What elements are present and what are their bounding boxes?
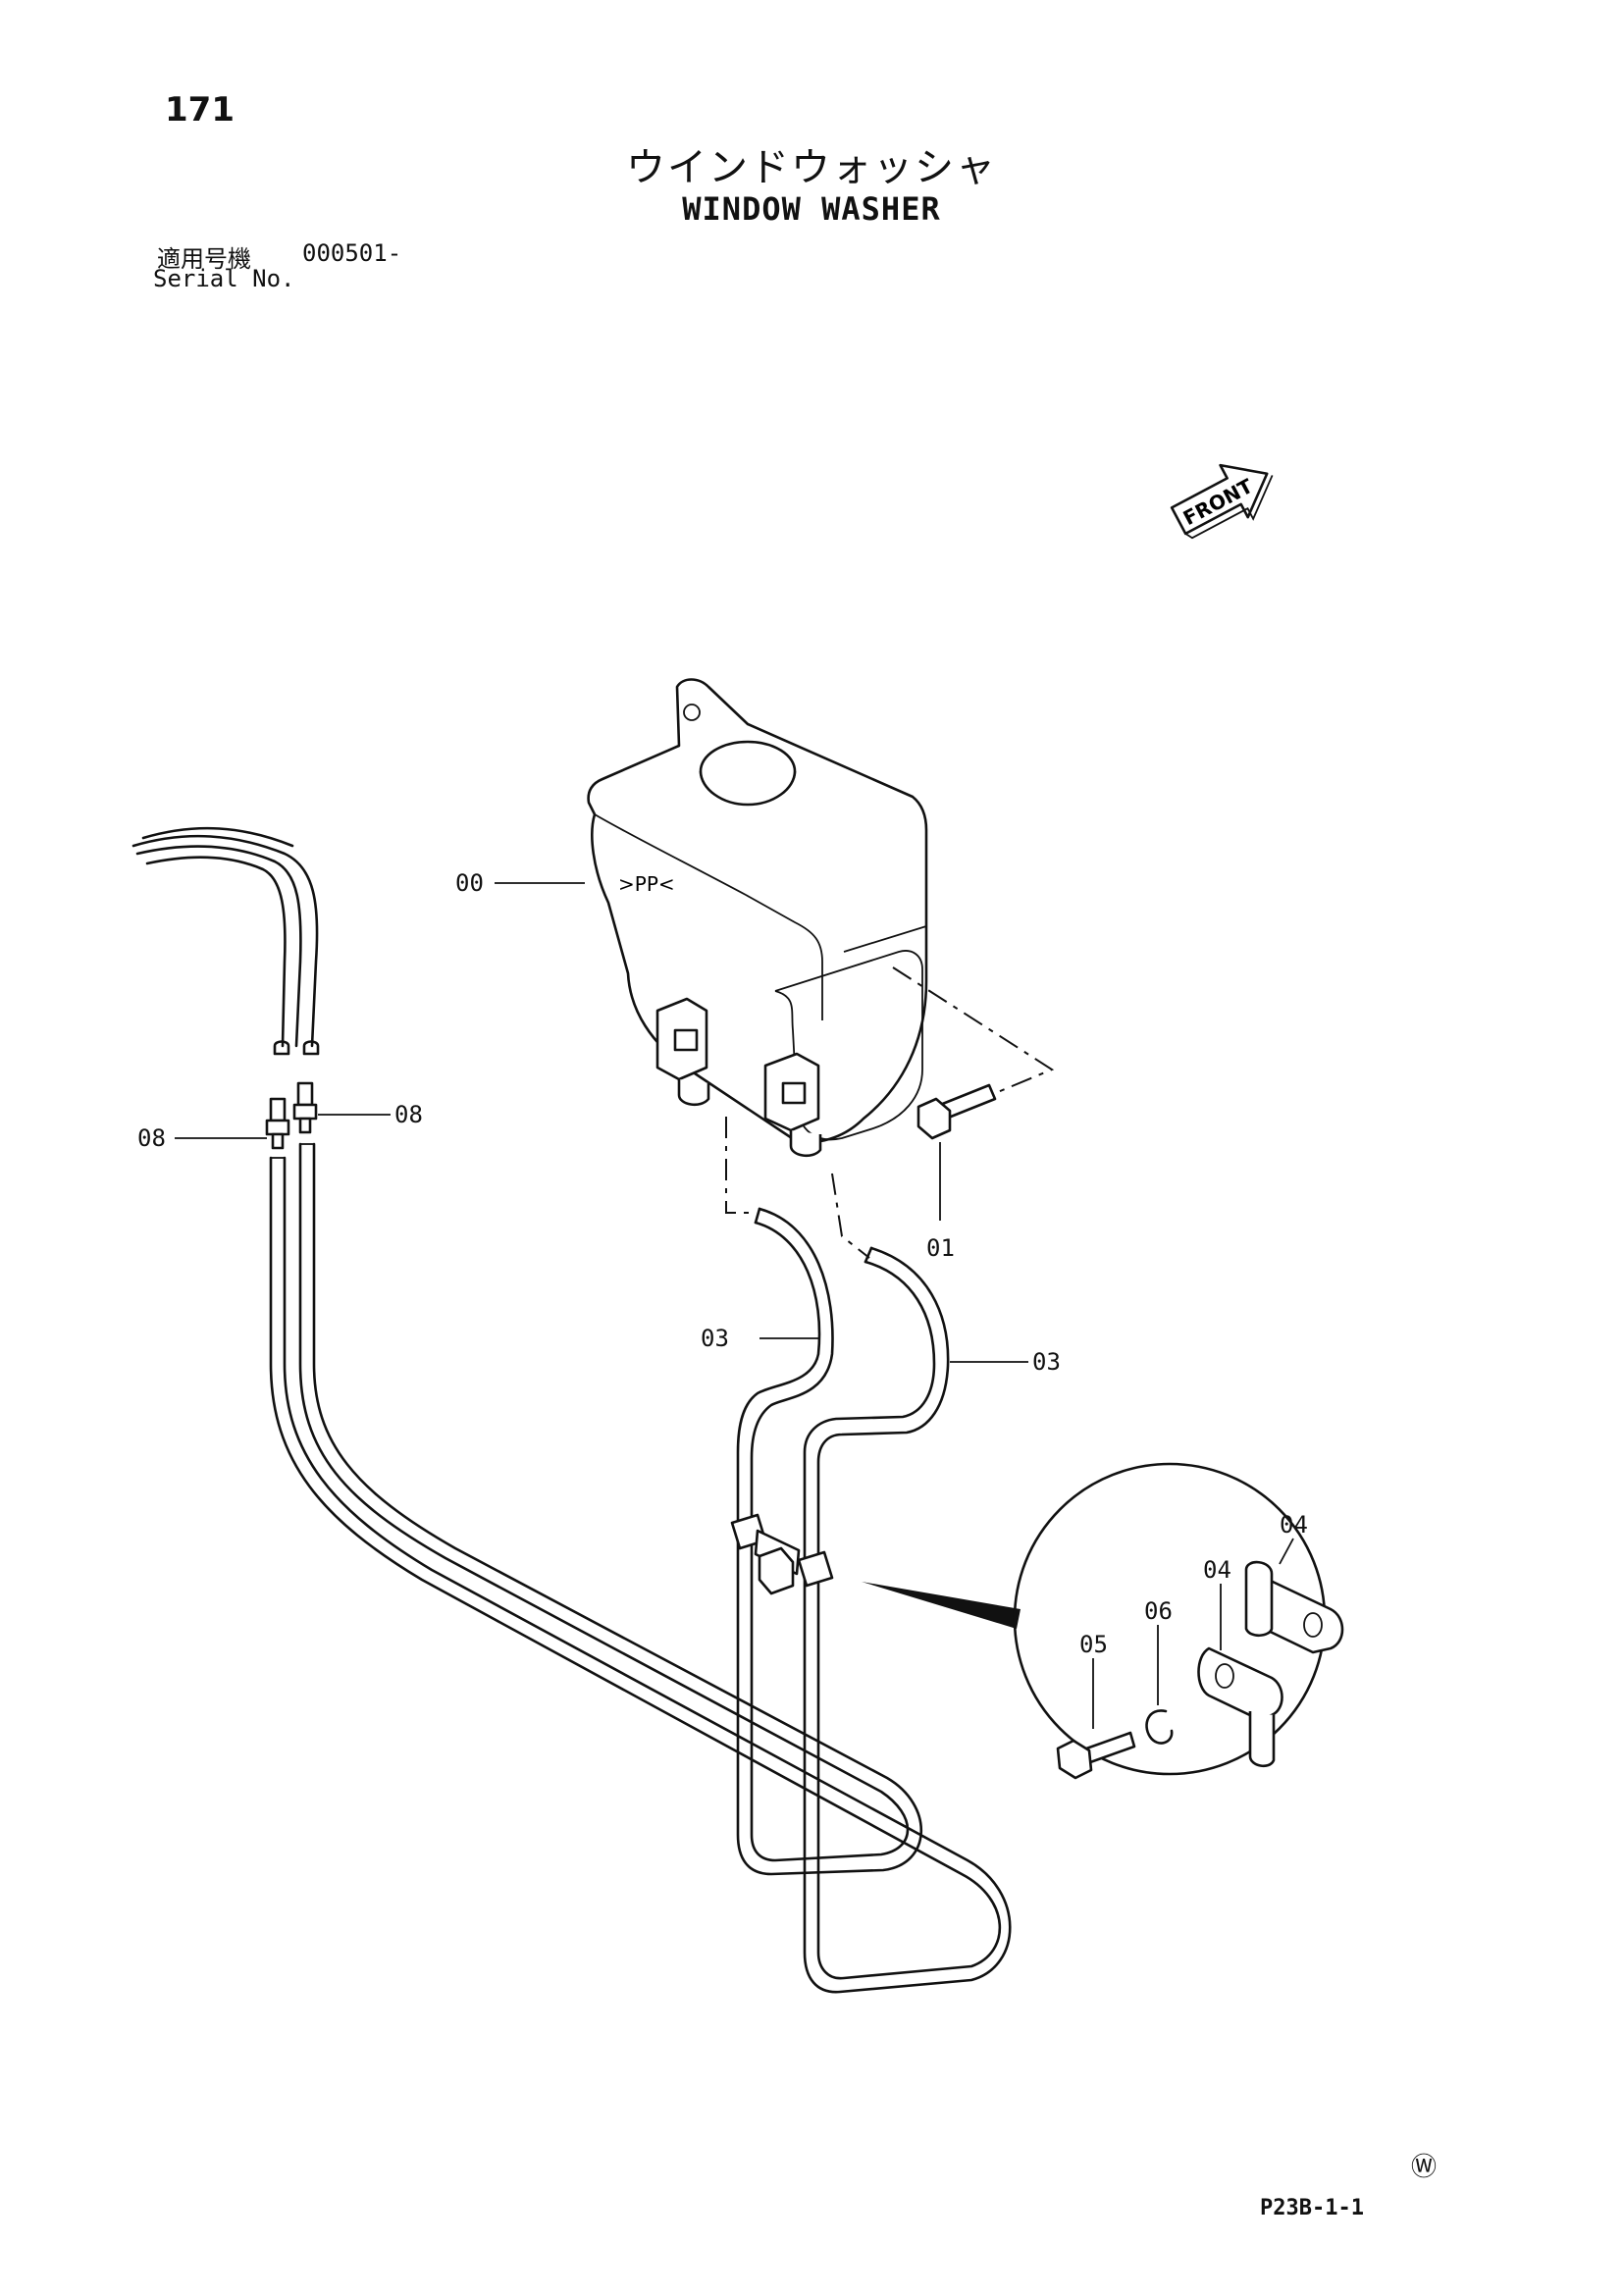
callout-bolt: 01 [926, 1234, 955, 1262]
hose-03-right [803, 1246, 950, 1576]
callout-bolt-small: 05 [1079, 1631, 1108, 1658]
hose-joint-right [292, 1081, 318, 1134]
footer-code: P23B-1-1 [1260, 2196, 1364, 2220]
callout-hose-right: 03 [1032, 1348, 1061, 1376]
serial-label-japanese: 適用号機 [157, 245, 251, 273]
long-hoses [269, 1142, 1012, 1994]
callout-clip-lower: 04 [1203, 1556, 1231, 1584]
callout-washer: 06 [1144, 1597, 1173, 1625]
serial-label-english: Serial No. [153, 265, 295, 292]
hose-03-left [736, 1207, 834, 1537]
title-japanese: ウインドウォッシャ [626, 145, 997, 190]
callout-hose-left: 03 [701, 1325, 729, 1352]
footer-mark: Ⓦ [1411, 2153, 1438, 2182]
front-arrow-icon: FRONT [1170, 463, 1274, 540]
hose-clamp-assembly [730, 1513, 834, 1595]
hose-joint-left [265, 1097, 290, 1150]
title-english: WINDOW WASHER [682, 190, 941, 228]
callout-tank: 00 [455, 869, 484, 897]
tank-material-marking: >PP< [618, 872, 675, 896]
mounting-bolt [892, 966, 1055, 1221]
detail-pointer [862, 1582, 1021, 1629]
serial-value: 000501- [302, 239, 402, 267]
hose-bundle-left [131, 826, 320, 1056]
page-number: 171 [165, 90, 235, 130]
callout-joint-right: 08 [394, 1101, 423, 1128]
washer-tank: >PP< [587, 678, 928, 1158]
callout-clip-upper: 04 [1280, 1511, 1308, 1539]
callout-joint-left: 08 [137, 1124, 166, 1152]
clamp-detail-view [1013, 1462, 1344, 1780]
